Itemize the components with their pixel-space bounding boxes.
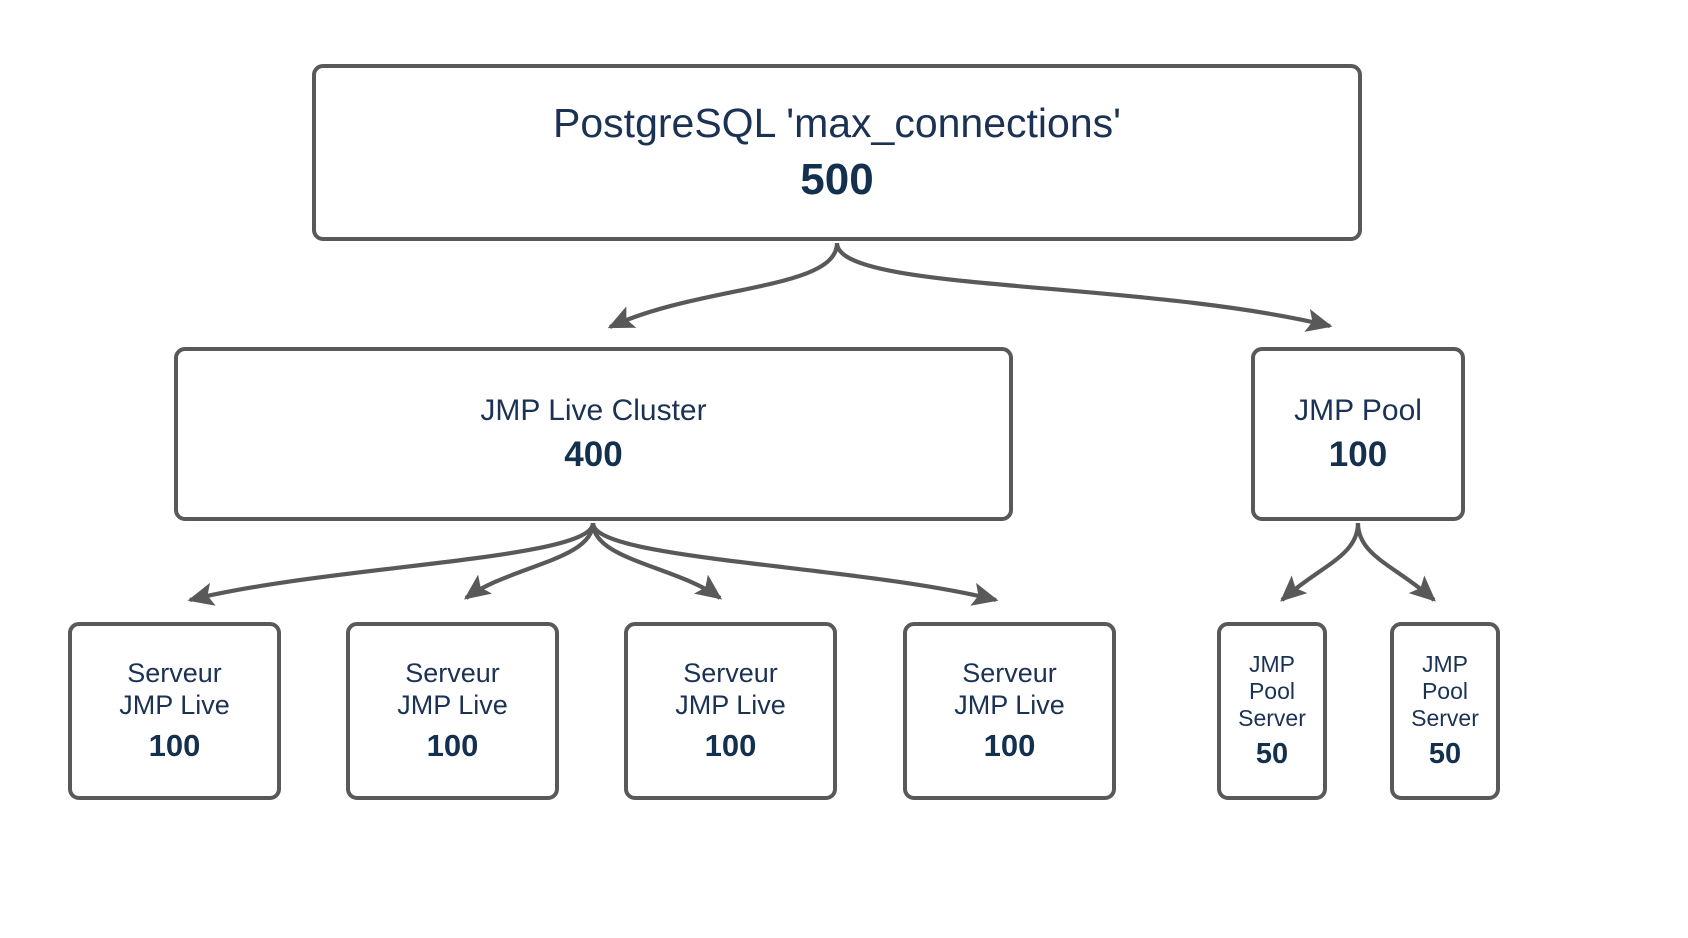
- node-serveur-jmp-live-2[interactable]: Serveur JMP Live 100: [346, 622, 559, 800]
- node-value: 50: [1428, 738, 1462, 771]
- edge-live-cluster-to-server-3: [590, 522, 723, 600]
- node-value: 400: [564, 434, 623, 474]
- node-jmp-pool[interactable]: JMP Pool 100: [1251, 347, 1465, 521]
- node-value: 100: [148, 727, 201, 763]
- edge-pool-to-pool-server-2: [1355, 522, 1436, 602]
- node-serveur-jmp-live-4[interactable]: Serveur JMP Live 100: [903, 622, 1116, 800]
- node-title: JMP Live Cluster: [480, 394, 707, 428]
- node-jmp-live-cluster[interactable]: JMP Live Cluster 400: [174, 347, 1013, 521]
- edge-live-cluster-to-server-4: [590, 522, 999, 606]
- node-title: JMP Pool Server: [1411, 650, 1479, 731]
- node-title: PostgreSQL 'max_connections': [553, 100, 1121, 147]
- edge-root-to-pool: [834, 242, 1333, 332]
- node-value: 100: [1328, 434, 1388, 474]
- node-title: Serveur JMP Live: [397, 657, 508, 720]
- node-title: Serveur JMP Live: [675, 657, 786, 720]
- node-postgresql-max-connections[interactable]: PostgreSQL 'max_connections' 500: [312, 64, 1362, 241]
- node-serveur-jmp-live-1[interactable]: Serveur JMP Live 100: [68, 622, 281, 800]
- node-value: 100: [704, 727, 757, 763]
- edge-live-cluster-to-server-2: [463, 522, 596, 600]
- node-value: 100: [426, 727, 479, 763]
- node-jmp-pool-server-2[interactable]: JMP Pool Server 50: [1390, 622, 1500, 800]
- edge-live-cluster-to-server-1: [187, 522, 596, 606]
- node-value: 50: [1255, 738, 1289, 771]
- node-title: JMP Pool: [1294, 394, 1422, 428]
- node-title: Serveur JMP Live: [119, 657, 230, 720]
- edge-pool-to-pool-server-1: [1280, 522, 1361, 602]
- node-value: 500: [800, 154, 874, 204]
- node-title: Serveur JMP Live: [954, 657, 1065, 720]
- node-title: JMP Pool Server: [1238, 650, 1306, 731]
- node-serveur-jmp-live-3[interactable]: Serveur JMP Live 100: [624, 622, 837, 800]
- node-value: 100: [983, 727, 1036, 763]
- edge-root-to-live-cluster: [607, 242, 840, 329]
- node-jmp-pool-server-1[interactable]: JMP Pool Server 50: [1217, 622, 1327, 800]
